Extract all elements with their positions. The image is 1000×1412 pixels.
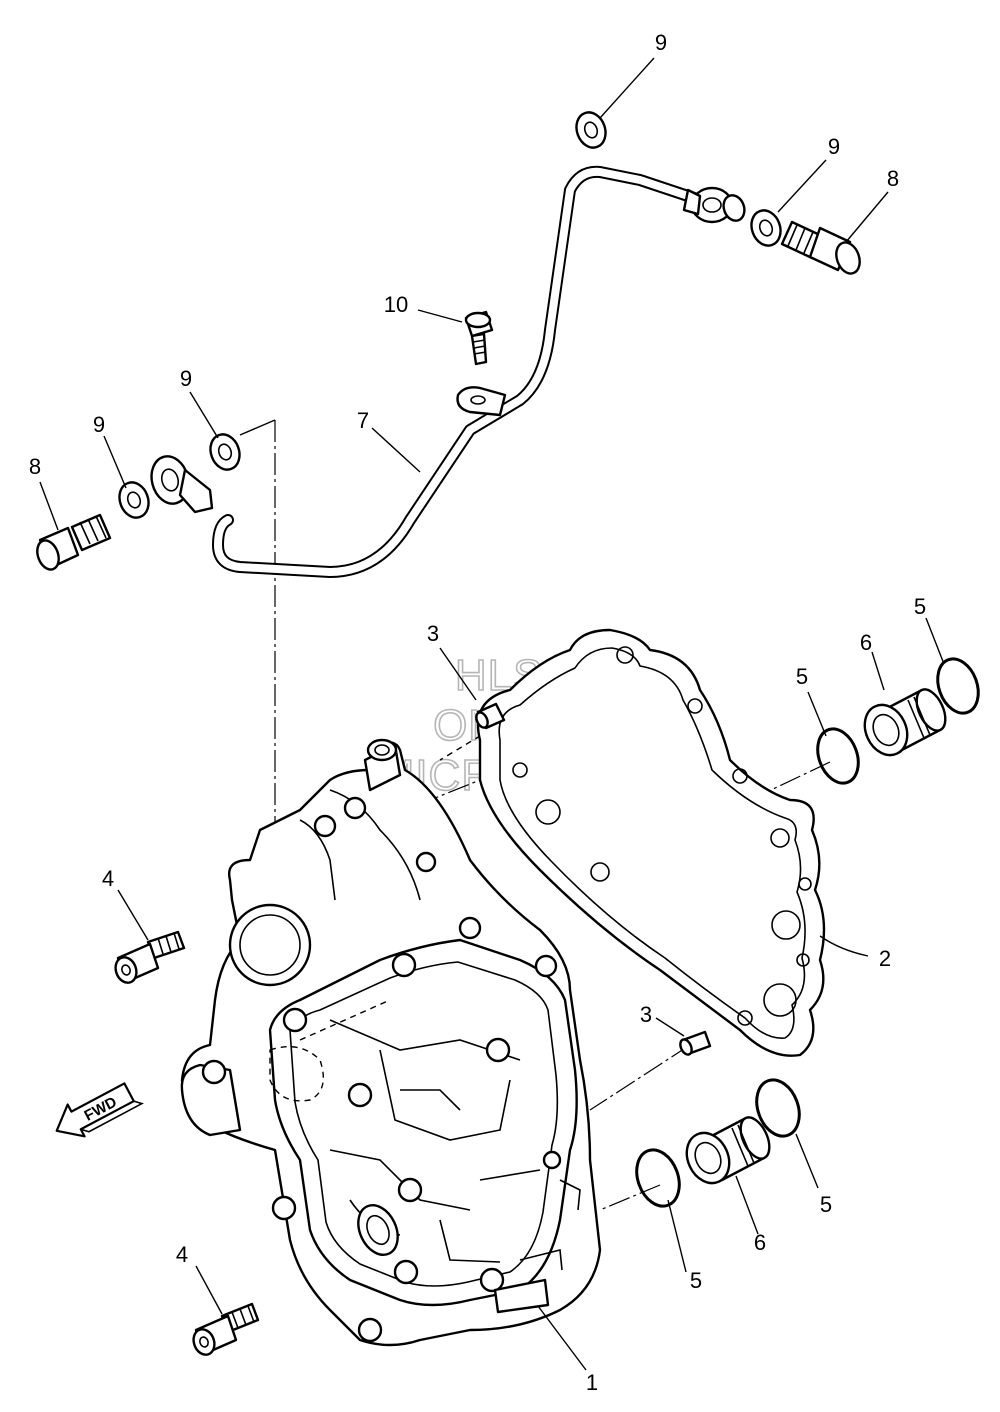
union-bolt-left — [36, 513, 112, 571]
callout-5: 5 — [820, 1192, 832, 1217]
pipe-bolt — [464, 310, 494, 366]
callout-10: 10 — [384, 292, 408, 317]
fwd-arrow-icon: FWD — [55, 1082, 144, 1138]
callout-7: 7 — [357, 408, 369, 433]
callout-5: 5 — [796, 664, 808, 689]
callout-3: 3 — [640, 1002, 652, 1027]
cover-screw-lower — [192, 1302, 260, 1356]
callout-9: 9 — [655, 30, 667, 55]
callout-6: 6 — [860, 630, 872, 655]
callout-8: 8 — [29, 454, 41, 479]
cover-housing — [180, 738, 602, 1347]
callout-9: 9 — [828, 134, 840, 159]
o-rings — [635, 657, 980, 1208]
callout-8: 8 — [887, 166, 899, 191]
callout-4: 4 — [102, 866, 114, 891]
callout-1: 1 — [586, 1370, 598, 1395]
callout-5: 5 — [690, 1268, 702, 1293]
callout-9: 9 — [180, 366, 192, 391]
callout-2: 2 — [879, 946, 891, 971]
oil-pipe — [150, 165, 734, 578]
callout-3: 3 — [427, 621, 439, 646]
union-bolt-right — [780, 220, 861, 275]
cover-screw-upper — [114, 930, 186, 984]
cover-gasket — [476, 628, 826, 1057]
callout-5: 5 — [914, 594, 926, 619]
callout-4: 4 — [176, 1242, 188, 1267]
washers — [118, 111, 782, 519]
callout-6: 6 — [754, 1230, 766, 1255]
collar-lower — [685, 1116, 771, 1185]
leader-lines — [39, 57, 945, 1371]
dowel-pins — [475, 702, 712, 1056]
callout-numbers: 9 9 8 10 9 9 7 8 5 3 6 5 4 2 3 5 6 4 5 1 — [29, 30, 926, 1395]
collar-upper — [863, 688, 947, 757]
callout-9: 9 — [93, 412, 105, 437]
